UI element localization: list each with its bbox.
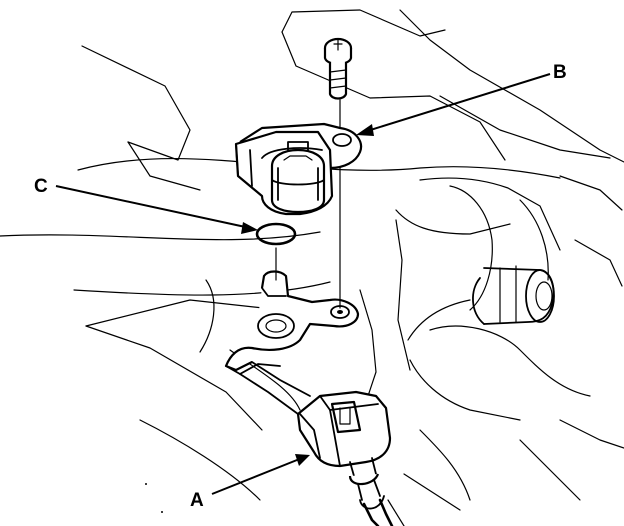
o-ring-icon: [255, 222, 297, 246]
leader-c: [55, 185, 251, 229]
leader-a: [211, 457, 303, 495]
leader-b: [363, 73, 551, 133]
sensor-icon: [234, 122, 363, 216]
connector-icon: [239, 361, 394, 526]
callout-label-b: B: [553, 62, 567, 83]
engine-background: [0, 9, 624, 526]
bolt-icon: [323, 37, 353, 100]
callout-label-a: A: [190, 490, 204, 511]
mounting-bracket-icon: [224, 270, 360, 375]
callout-leaders: [55, 73, 551, 495]
callout-label-c: C: [34, 176, 48, 197]
